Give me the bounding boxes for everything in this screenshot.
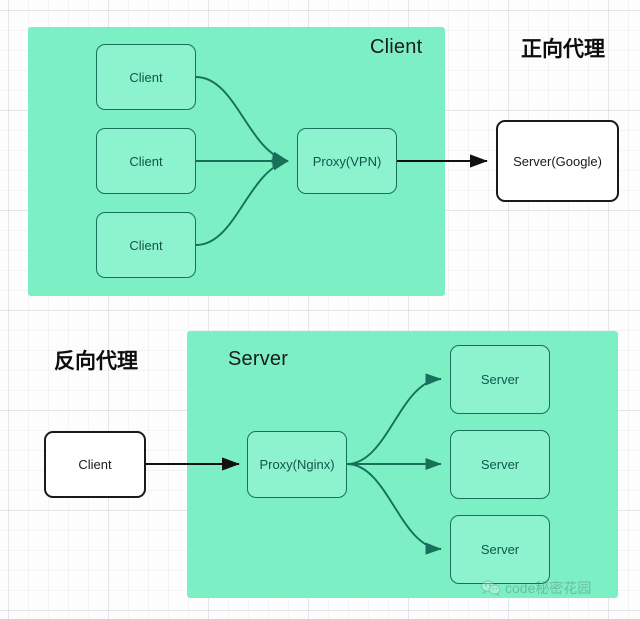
node-server-1[interactable]: Server: [450, 345, 550, 414]
node-client-3[interactable]: Client: [96, 212, 196, 278]
reverse-proxy-panel-title: Server: [228, 348, 289, 370]
forward-proxy-panel-title: Client: [370, 36, 423, 58]
forward-proxy-section-label: 正向代理: [521, 38, 605, 61]
node-client-1[interactable]: Client: [96, 44, 196, 110]
node-server-2[interactable]: Server: [450, 430, 550, 499]
reverse-proxy-section-label: 反向代理: [54, 350, 138, 373]
node-client-reverse[interactable]: Client: [44, 431, 146, 498]
node-proxy-nginx[interactable]: Proxy(Nginx): [247, 431, 347, 498]
node-client-2[interactable]: Client: [96, 128, 196, 194]
watermark: code秘密花园: [481, 578, 591, 598]
wechat-icon: [481, 580, 501, 596]
node-proxy-vpn[interactable]: Proxy(VPN): [297, 128, 397, 194]
node-server-google[interactable]: Server(Google): [496, 120, 619, 202]
node-server-3[interactable]: Server: [450, 515, 550, 584]
watermark-text: code秘密花园: [505, 580, 592, 596]
